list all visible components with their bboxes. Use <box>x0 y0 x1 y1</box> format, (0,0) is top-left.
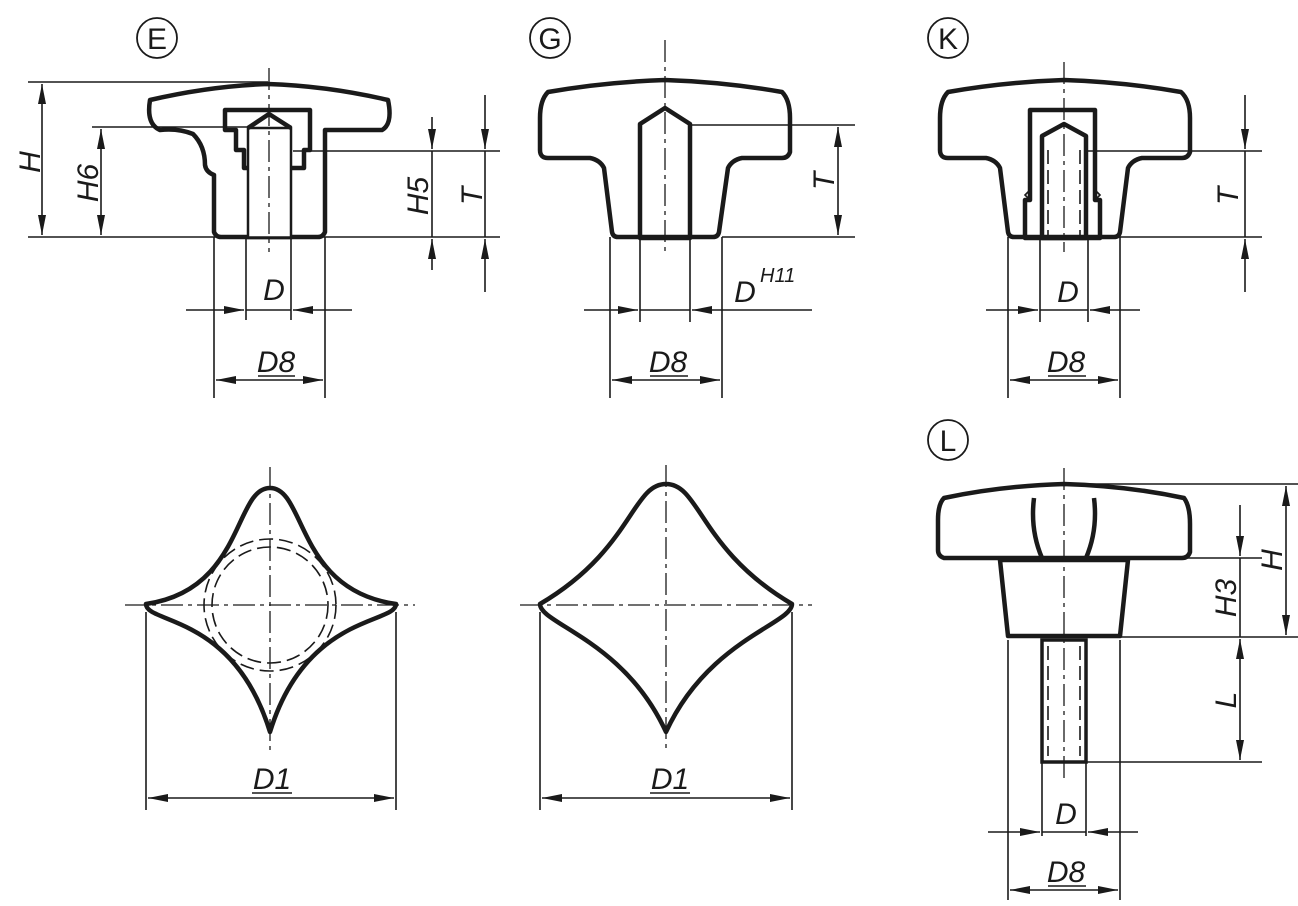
dim-label-l-l: L <box>1210 692 1243 709</box>
dim-label-h6-e: H6 <box>72 164 105 203</box>
view-l: L H H3 L D D8 <box>927 419 1298 900</box>
dim-label-d8-g: D8 <box>649 346 688 379</box>
badge-l: L <box>927 419 969 461</box>
dim-label-d8-e: D8 <box>257 346 296 379</box>
dim-label-d1-g: D1 <box>651 763 689 796</box>
knob-k-section <box>937 77 1193 240</box>
dim-label-h-e: H <box>14 151 47 173</box>
badge-g: G <box>529 17 571 59</box>
dim-label-h3-l: H3 <box>1210 579 1243 618</box>
view-k: K T D D8 <box>927 17 1262 398</box>
badge-e: E <box>136 17 178 59</box>
dim-label-d-g-tolerance: H11 <box>760 265 795 287</box>
dim-label-h5-e: H5 <box>402 177 435 216</box>
top-view-g: D1 <box>520 465 812 810</box>
dim-label-d-e: D <box>263 274 285 307</box>
dim-label-d-g: D <box>734 276 756 309</box>
dim-label-d-l: D <box>1055 798 1077 831</box>
view-e: E H H6 H5 T D D8 <box>14 17 500 398</box>
badge-l-label: L <box>940 425 957 458</box>
dim-label-d8-l: D8 <box>1047 856 1086 889</box>
dim-label-t-k: T <box>1212 184 1245 205</box>
knob-l-head <box>935 481 1193 561</box>
insert-e <box>222 107 313 171</box>
bore-g <box>637 105 693 241</box>
bore-k <box>1039 121 1089 241</box>
badge-g-label: G <box>538 23 561 56</box>
dim-label-h-l: H <box>1256 549 1289 571</box>
dim-label-t-g: T <box>808 169 841 190</box>
badge-k-label: K <box>938 23 958 56</box>
dim-label-d8-k: D8 <box>1047 346 1086 379</box>
knob-g-section <box>537 77 793 240</box>
badge-k: K <box>927 17 969 59</box>
view-g: G T D H11 D8 <box>529 17 855 398</box>
badge-e-label: E <box>147 23 167 56</box>
insert-k <box>1022 107 1103 241</box>
dim-label-d-k: D <box>1057 276 1079 309</box>
star-outline-e <box>143 485 399 735</box>
dim-label-d1-e: D1 <box>253 763 291 796</box>
top-view-e: D1 <box>125 467 415 810</box>
dim-label-t-e: T <box>456 184 489 205</box>
